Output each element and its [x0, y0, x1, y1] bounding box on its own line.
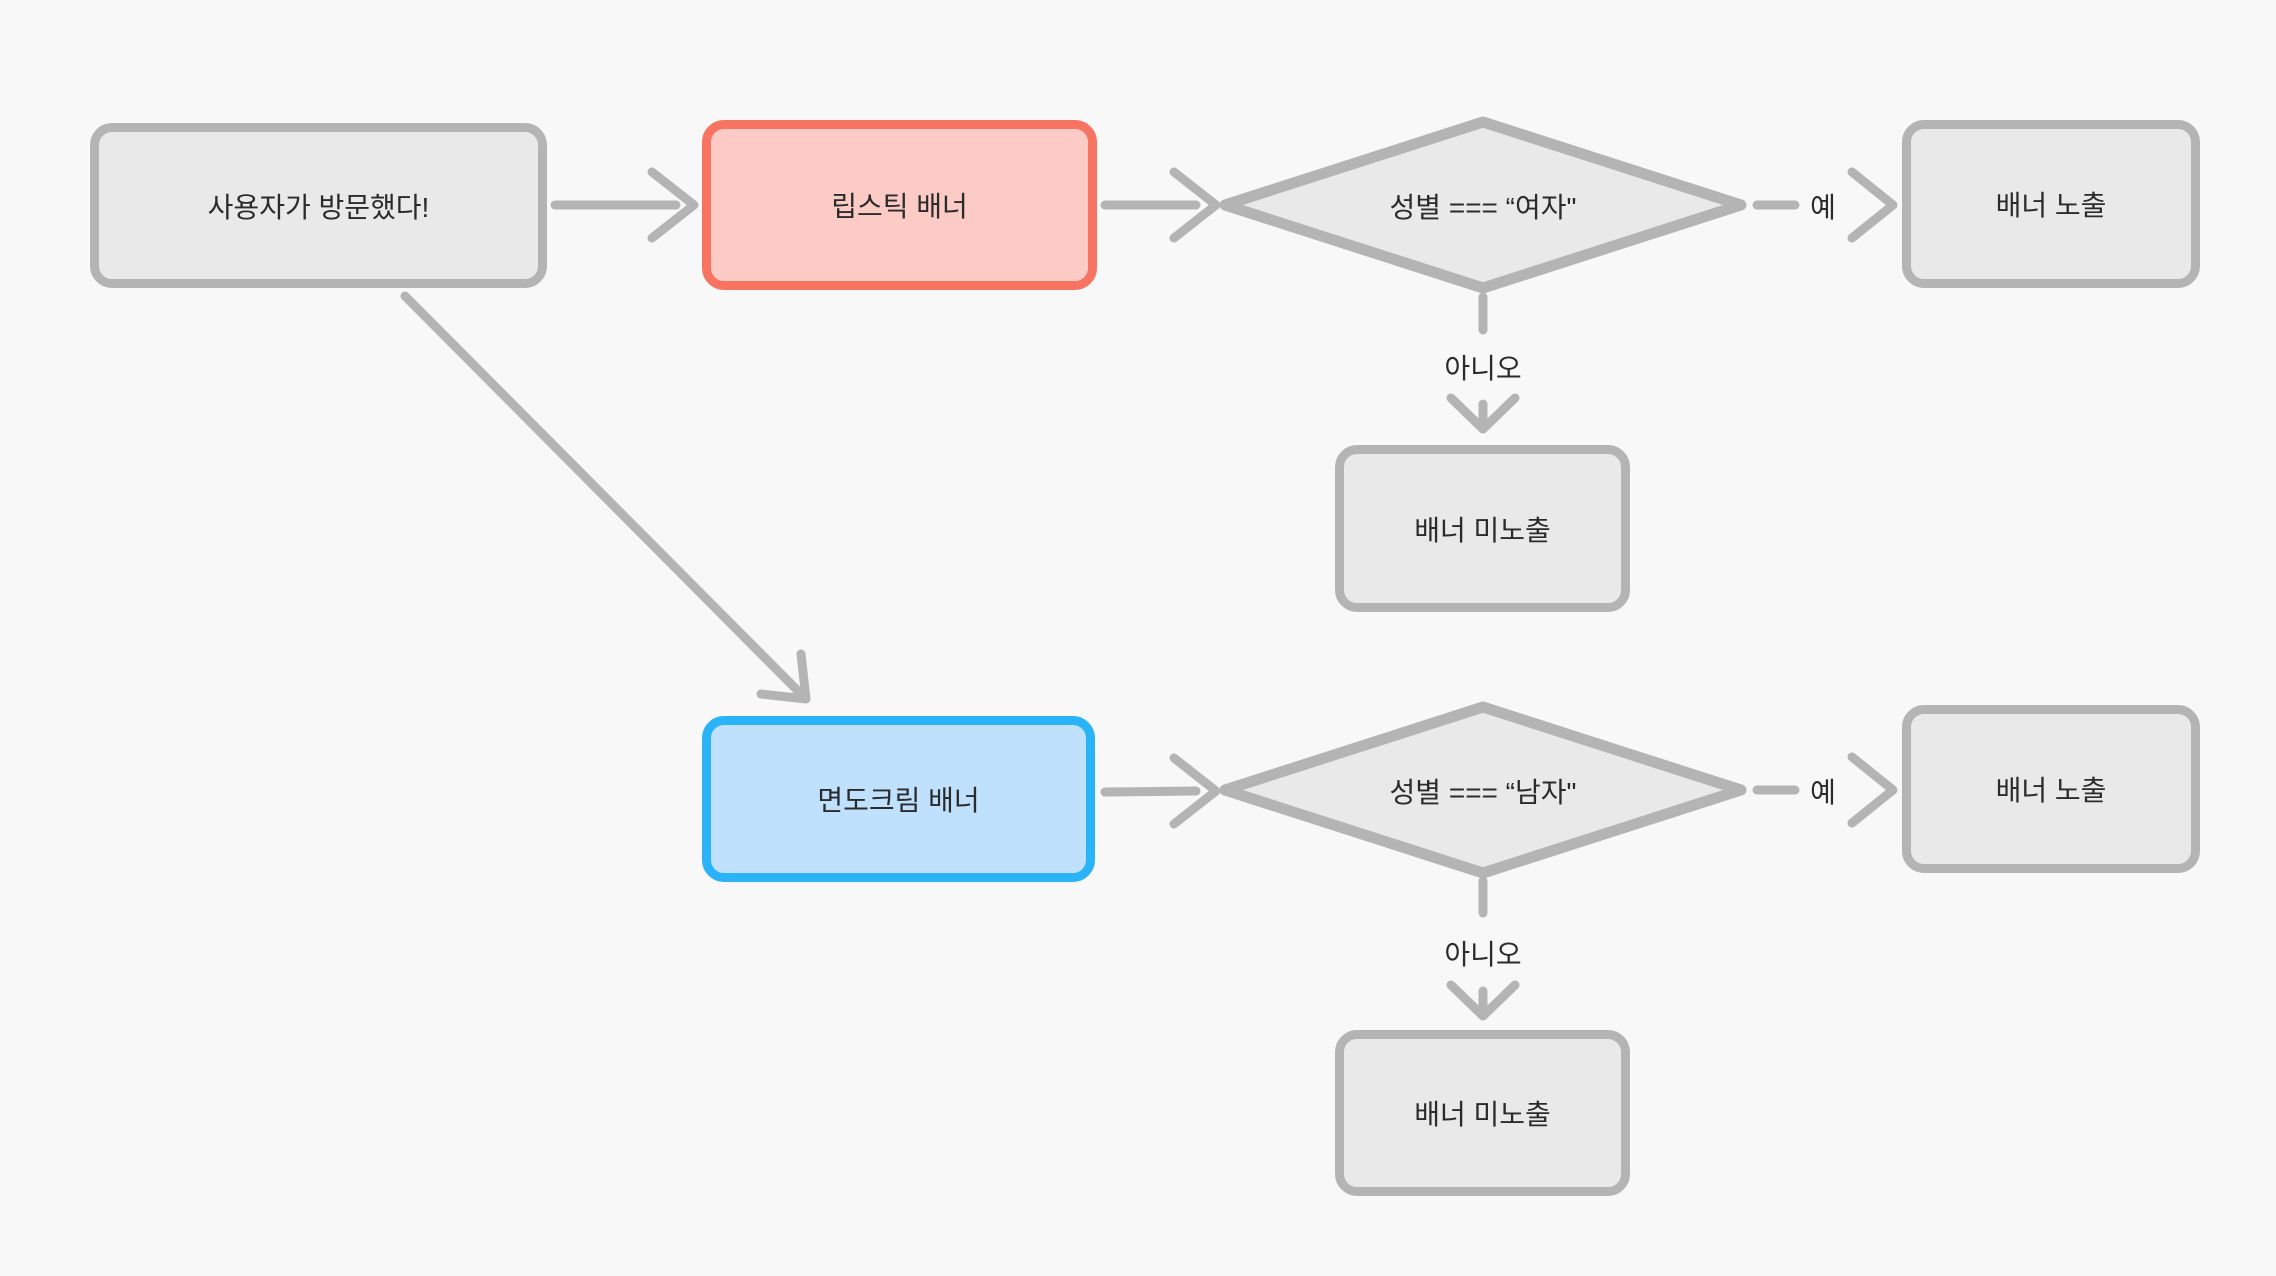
node-lipstick-banner: 립스틱 배너 [702, 120, 1097, 290]
arrowhead-right-icon [647, 167, 699, 243]
node-banner-hide-bottom-label: 배너 미노출 [1414, 1099, 1551, 1130]
edge-no-top [1446, 292, 1520, 434]
node-start: 사용자가 방문했다! [90, 123, 547, 288]
node-banner-show-top-label: 배너 노출 [1995, 190, 2107, 221]
arrowhead-right-icon [1847, 752, 1898, 828]
edge-label-no-bottom: 아니오 [1444, 939, 1522, 970]
node-shaving-banner-label: 면도크림 배너 [817, 785, 980, 816]
diamond-gender-male [1219, 701, 1747, 879]
arrowhead-down-icon [1446, 980, 1520, 1021]
node-banner-hide-bottom: 배너 미노출 [1335, 1030, 1630, 1196]
edge-start-to-lipstick [550, 167, 699, 243]
edge-no-bottom [1446, 876, 1520, 1021]
node-start-label: 사용자가 방문했다! [207, 191, 430, 223]
node-banner-show-bottom-label: 배너 노출 [1995, 775, 2107, 806]
arrowhead-diagonal-icon [756, 649, 811, 704]
edge-label-yes-top: 예 [1810, 192, 1836, 223]
node-banner-show-bottom: 배너 노출 [1902, 705, 2200, 873]
edge-label-yes-bottom: 예 [1810, 777, 1836, 808]
edge-start-to-shaving [400, 291, 811, 704]
edge-line [400, 291, 805, 698]
node-banner-hide-top: 배너 미노출 [1335, 445, 1630, 612]
arrowhead-down-icon [1446, 393, 1520, 434]
diamond-gender-female [1219, 116, 1747, 294]
arrowhead-right-icon [1169, 167, 1221, 243]
node-lipstick-banner-label: 립스틱 배너 [831, 191, 968, 222]
edge-lipstick-to-female-check [1100, 167, 1221, 243]
edge-yes-bottom [1752, 752, 1898, 828]
node-banner-show-top: 배너 노출 [1902, 120, 2200, 288]
edge-shaving-to-male-check [1100, 753, 1221, 829]
node-shaving-banner: 면도크림 배너 [702, 716, 1095, 882]
arrowhead-right-icon [1847, 167, 1898, 243]
edge-yes-top [1752, 167, 1898, 243]
arrowhead-right-icon [1169, 753, 1221, 829]
edge-line [1100, 786, 1201, 797]
node-banner-hide-top-label: 배너 미노출 [1414, 514, 1551, 546]
edge-label-no-top: 아니오 [1444, 353, 1522, 384]
diamond-gender-female-label: 성별 === “여자" [1389, 192, 1577, 223]
diamond-gender-male-label: 성별 === “남자" [1389, 777, 1577, 808]
